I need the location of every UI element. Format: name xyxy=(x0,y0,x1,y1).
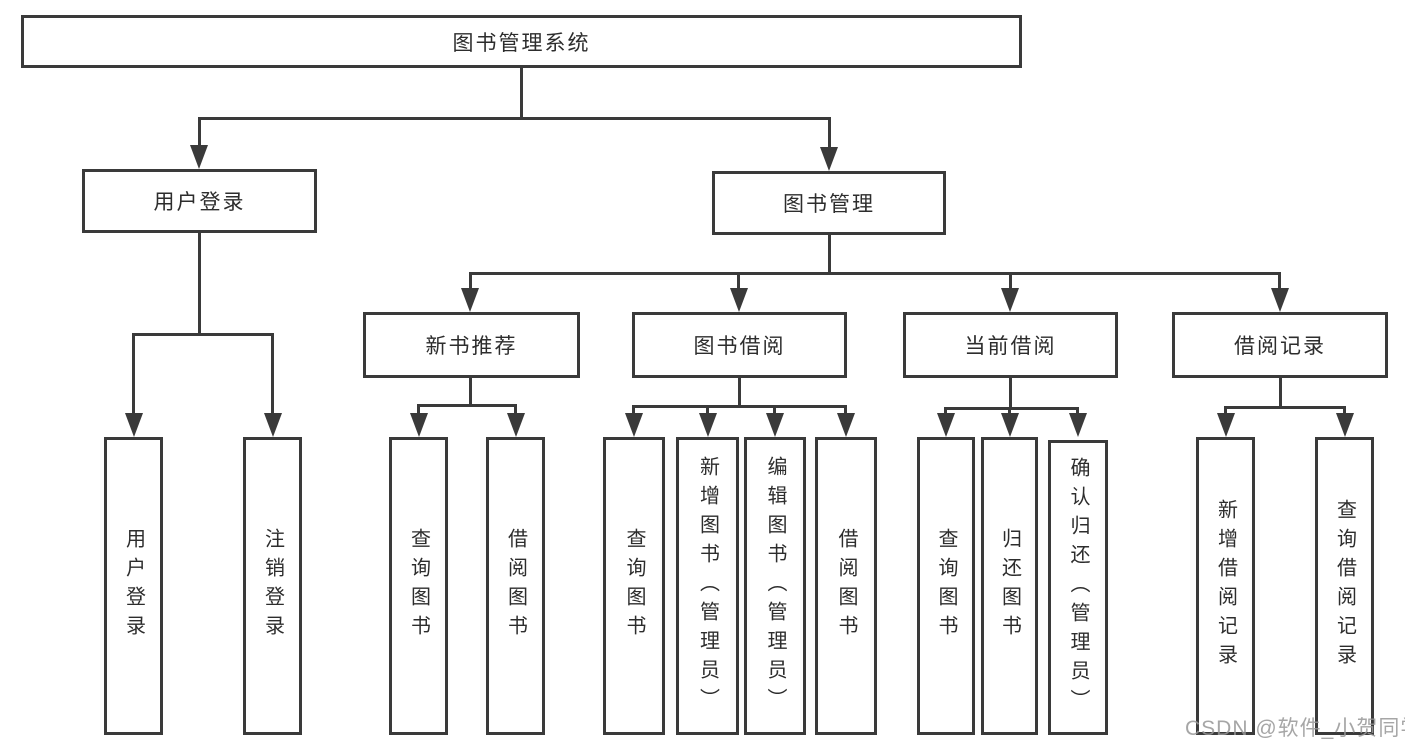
arrowhead-down-icon xyxy=(699,413,717,437)
node-borrow-records-label: 借阅记录 xyxy=(1234,335,1326,358)
arrowhead-down-icon xyxy=(410,413,428,437)
arrowhead-down-icon xyxy=(937,413,955,437)
connector-line xyxy=(132,333,135,420)
leaf-recommend-query-books-label: 查询图书 xyxy=(407,528,430,644)
leaf-recommend-query-books: 查询图书 xyxy=(389,437,448,735)
connector-line xyxy=(520,68,523,118)
node-book-management-label: 图书管理 xyxy=(783,193,875,216)
connector-line xyxy=(132,333,274,336)
leaf-current-query-books-label: 查询图书 xyxy=(935,528,957,644)
arrowhead-down-icon xyxy=(1336,413,1354,437)
connector-line xyxy=(706,405,709,420)
connector-line xyxy=(1009,272,1012,294)
leaf-records-query-record-label: 查询借阅记录 xyxy=(1333,499,1356,673)
connector-line xyxy=(198,117,831,120)
leaf-borrow-borrow-books: 借阅图书 xyxy=(815,437,877,735)
leaf-borrow-add-books-admin-label: 新增图书（管理员） xyxy=(696,455,719,717)
connector-line xyxy=(844,405,847,420)
arrowhead-down-icon xyxy=(125,413,143,437)
leaf-current-confirm-return-admin-label: 确认归还（管理员） xyxy=(1067,457,1089,718)
connector-line xyxy=(198,117,201,148)
arrowhead-down-icon xyxy=(1271,288,1289,312)
arrowhead-down-icon xyxy=(837,413,855,437)
arrowhead-down-icon xyxy=(461,288,479,312)
leaf-records-add-record-label: 新增借阅记录 xyxy=(1214,499,1237,673)
leaf-borrow-edit-books-admin: 编辑图书（管理员） xyxy=(744,437,806,735)
arrowhead-down-icon xyxy=(820,147,838,171)
node-library-system-label: 图书管理系统 xyxy=(452,31,591,55)
connector-line xyxy=(773,405,776,420)
node-book-management: 图书管理 xyxy=(712,171,946,235)
leaf-logout-label: 注销登录 xyxy=(261,528,284,644)
connector-line xyxy=(271,333,274,420)
node-user-login: 用户登录 xyxy=(82,169,317,233)
node-new-book-recommend: 新书推荐 xyxy=(363,312,580,378)
leaf-borrow-edit-books-admin-label: 编辑图书（管理员） xyxy=(764,455,786,717)
leaf-records-query-record: 查询借阅记录 xyxy=(1315,437,1374,735)
connector-line xyxy=(828,117,831,150)
connector-line xyxy=(514,404,517,420)
arrowhead-down-icon xyxy=(1001,288,1019,312)
leaf-borrow-add-books-admin: 新增图书（管理员） xyxy=(676,437,739,735)
node-user-login-label: 用户登录 xyxy=(153,191,246,214)
arrowhead-down-icon xyxy=(766,413,784,437)
leaf-records-add-record: 新增借阅记录 xyxy=(1196,437,1255,735)
csdn-watermark: CSDN @软件_小贺同学 xyxy=(1185,717,1405,740)
connector-line xyxy=(632,405,635,420)
arrowhead-down-icon xyxy=(1069,413,1087,437)
connector-line xyxy=(1279,378,1282,409)
node-book-borrow: 图书借阅 xyxy=(632,312,847,378)
connector-line xyxy=(469,378,472,407)
leaf-recommend-borrow-books-label: 借阅图书 xyxy=(504,528,527,644)
leaf-user-login-label: 用户登录 xyxy=(122,528,145,644)
leaf-borrow-borrow-books-label: 借阅图书 xyxy=(835,528,857,644)
arrowhead-down-icon xyxy=(730,288,748,312)
leaf-recommend-borrow-books: 借阅图书 xyxy=(486,437,545,735)
connector-line xyxy=(417,404,517,407)
connector-line xyxy=(828,235,831,274)
connector-line xyxy=(633,405,847,408)
arrowhead-down-icon xyxy=(507,413,525,437)
arrowhead-down-icon xyxy=(1001,413,1019,437)
connector-line xyxy=(417,404,420,420)
connector-line xyxy=(469,272,1281,275)
node-library-system: 图书管理系统 xyxy=(21,15,1022,68)
connector-line xyxy=(738,378,741,408)
arrowhead-down-icon xyxy=(190,145,208,169)
node-current-borrow-label: 当前借阅 xyxy=(964,335,1057,358)
connector-line xyxy=(198,233,201,336)
node-book-borrow-label: 图书借阅 xyxy=(693,335,786,358)
leaf-logout: 注销登录 xyxy=(243,437,302,735)
node-current-borrow: 当前借阅 xyxy=(903,312,1118,378)
leaf-current-confirm-return-admin: 确认归还（管理员） xyxy=(1048,440,1108,735)
connector-line xyxy=(1224,406,1346,409)
leaf-borrow-query-books-label: 查询图书 xyxy=(623,528,645,644)
leaf-user-login: 用户登录 xyxy=(104,437,163,735)
connector-line xyxy=(1278,272,1281,294)
leaf-current-return-books: 归还图书 xyxy=(981,437,1038,735)
leaf-current-query-books: 查询图书 xyxy=(917,437,975,735)
connector-line xyxy=(945,407,1079,410)
arrowhead-down-icon xyxy=(1217,413,1235,437)
leaf-borrow-query-books: 查询图书 xyxy=(603,437,665,735)
node-new-book-recommend-label: 新书推荐 xyxy=(425,335,518,358)
leaf-current-return-books-label: 归还图书 xyxy=(998,528,1021,644)
arrowhead-down-icon xyxy=(625,413,643,437)
connector-line xyxy=(737,272,740,294)
connector-line xyxy=(469,272,472,294)
connector-line xyxy=(1009,378,1012,410)
node-borrow-records: 借阅记录 xyxy=(1172,312,1388,378)
arrowhead-down-icon xyxy=(264,413,282,437)
